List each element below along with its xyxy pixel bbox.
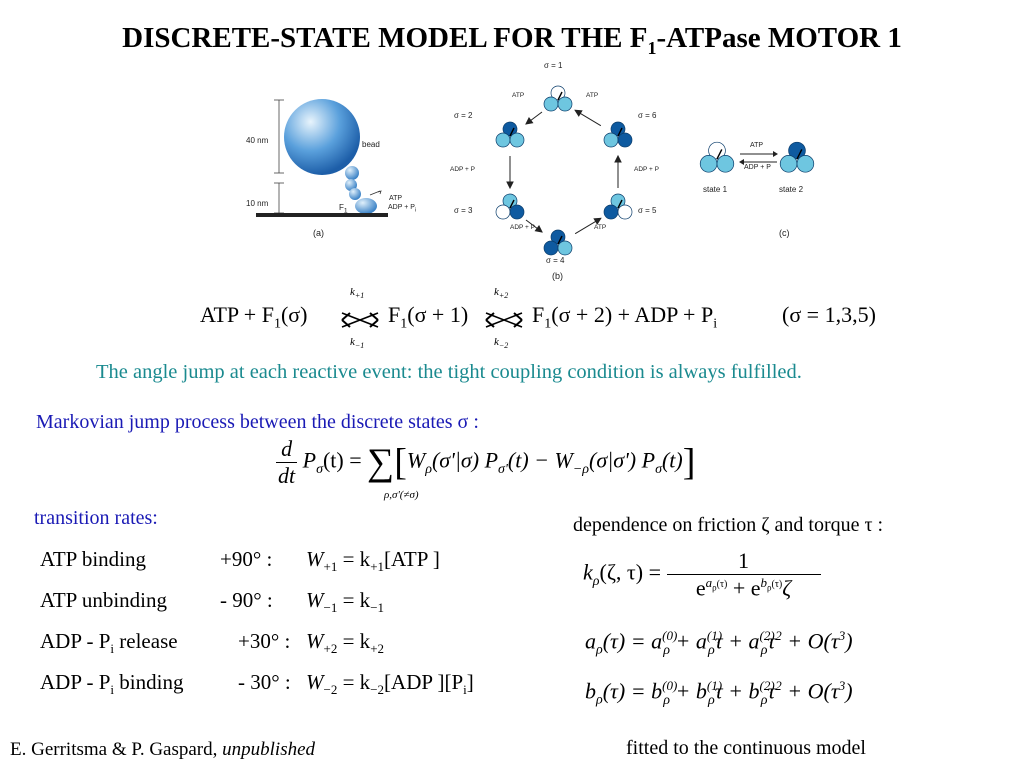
reaction-condition: (σ = 1,3,5)	[782, 302, 876, 327]
angle-jump-note: The angle jump at each reactive event: t…	[96, 361, 802, 383]
subunit-shape	[543, 240, 559, 256]
fig-c-adp-label: ADP + P	[744, 164, 771, 171]
citation: E. Gerritsma & P. Gaspard, unpublished	[10, 739, 316, 760]
subunit-shape	[603, 204, 619, 220]
page-title: DISCRETE-STATE MODEL FOR THE F1-ATPase M…	[122, 22, 902, 58]
sum-symbol: ∑	[367, 441, 395, 484]
reaction-term1: ATP + F1(σ)	[200, 302, 308, 332]
surface-plate	[256, 213, 388, 217]
subunit-shape	[495, 132, 511, 148]
figure-b-cycle	[495, 85, 633, 256]
motor-state-5	[603, 193, 633, 220]
subunit-shape	[716, 155, 735, 173]
k-minus1-label: k−1	[350, 336, 365, 351]
fig-c-state1-motor	[699, 141, 735, 173]
shaft-line	[557, 91, 563, 101]
label-40nm: 40 nm	[246, 136, 269, 145]
markov-heading: Markovian jump process between the discr…	[36, 411, 479, 433]
subunit-shape	[557, 240, 573, 256]
bead-chain-link	[349, 188, 361, 200]
caption-b: (b)	[552, 271, 563, 281]
label-adp-pi: ADP + Pi	[388, 204, 417, 214]
label-10nm: 10 nm	[246, 199, 269, 208]
k-plus2-label: k+2	[494, 286, 509, 301]
motor-state-3	[495, 193, 525, 220]
k-plus1-label: k+1	[350, 286, 365, 301]
shaft-line	[509, 199, 515, 209]
figure-a-bead-motor	[256, 99, 388, 217]
bracket-open: [	[394, 441, 407, 484]
rate-row-atp-unbinding: ATP unbinding- 90° :W−1 = k−1	[40, 588, 385, 616]
label-atp: ATP	[389, 195, 403, 202]
caption-c: (c)	[779, 228, 790, 238]
motor-state-6	[603, 121, 633, 148]
motor-state-4	[543, 229, 573, 256]
double-arrow-1-icon	[341, 312, 379, 328]
cycle-motors	[495, 85, 633, 256]
shaft-line	[617, 199, 623, 209]
k-minus2-label: k−2	[494, 336, 509, 351]
fig-c-state2: state 2	[779, 185, 804, 194]
motor-state-2	[495, 121, 525, 148]
label-bead: bead	[362, 140, 380, 149]
bead-chain-link	[345, 179, 357, 191]
fitted-note: fitted to the continuous model	[626, 737, 866, 759]
figure-c-two-states	[699, 141, 815, 173]
subunit-shape	[617, 204, 633, 220]
double-arrow-2-icon	[485, 312, 523, 328]
sum-subscript: ρ,σ'(≠σ)	[384, 489, 419, 501]
fig-c-state1: state 1	[703, 185, 728, 194]
bracket-close: ]	[682, 441, 696, 484]
fig-c-state2-motor	[779, 141, 815, 173]
reaction-term2: F1(σ + 1)	[388, 302, 469, 332]
k-formula: kρ(ζ, τ) = 1 eaρ(τ) + ebρ(τ)ζ	[583, 548, 821, 601]
subunit-shape	[557, 96, 573, 112]
friction-heading: dependence on friction ζ and torque τ :	[573, 514, 884, 536]
cycle-arrows	[506, 109, 622, 235]
rate-row-adp-release: ADP - Pi release+30° :W+2 = k+2	[40, 629, 385, 657]
subunit-shape	[543, 96, 559, 112]
subunit-shape	[603, 132, 619, 148]
label-f1: F1	[339, 203, 348, 215]
bead-sphere	[284, 99, 360, 175]
arrow-head-icon	[574, 109, 583, 117]
arrow-head-icon	[534, 225, 543, 233]
bead-chain-link	[345, 166, 359, 180]
arrow-head-icon	[593, 217, 602, 225]
subunit-shape	[495, 204, 511, 220]
arrow-head-icon	[506, 181, 514, 190]
shaft-line	[557, 235, 563, 245]
shaft-line	[509, 127, 515, 137]
arrow-head-icon	[525, 117, 534, 125]
shaft-line	[716, 149, 723, 160]
k-fraction: 1 eaρ(τ) + ebρ(τ)ζ	[666, 548, 821, 601]
motor-state-1	[543, 85, 573, 112]
caption-a: (a)	[313, 228, 324, 238]
subunit-shape	[796, 155, 815, 173]
reaction-term3: F1(σ + 2) + ADP + Pi	[532, 302, 718, 332]
rate-row-atp-binding: ATP binding+90° :W+1 = k+1[ATP ]	[40, 547, 440, 575]
arrow-head-icon	[614, 154, 622, 163]
subunit-shape	[509, 204, 525, 220]
fig-c-atp-label: ATP	[750, 142, 764, 149]
rate-row-adp-binding: ADP - Pi binding- 30° :W−2 = k−2[ADP ][P…	[40, 670, 474, 698]
shaft-line	[617, 127, 623, 137]
subunit-shape	[699, 155, 718, 173]
b-formula: bρ(τ) = b(0)ρ + b(1)ρτ + b(2)ρτ2 + O(τ3)	[585, 678, 853, 708]
subunit-shape	[617, 132, 633, 148]
a-formula: aρ(τ) = a(0)ρ + a(1)ρτ + a(2)ρτ2 + O(τ3)	[585, 628, 853, 658]
subunit-shape	[509, 132, 525, 148]
subunit-shape	[779, 155, 798, 173]
f1-motor-shape	[355, 198, 377, 214]
transition-rates-heading: transition rates:	[34, 507, 158, 529]
shaft-line	[796, 149, 803, 160]
